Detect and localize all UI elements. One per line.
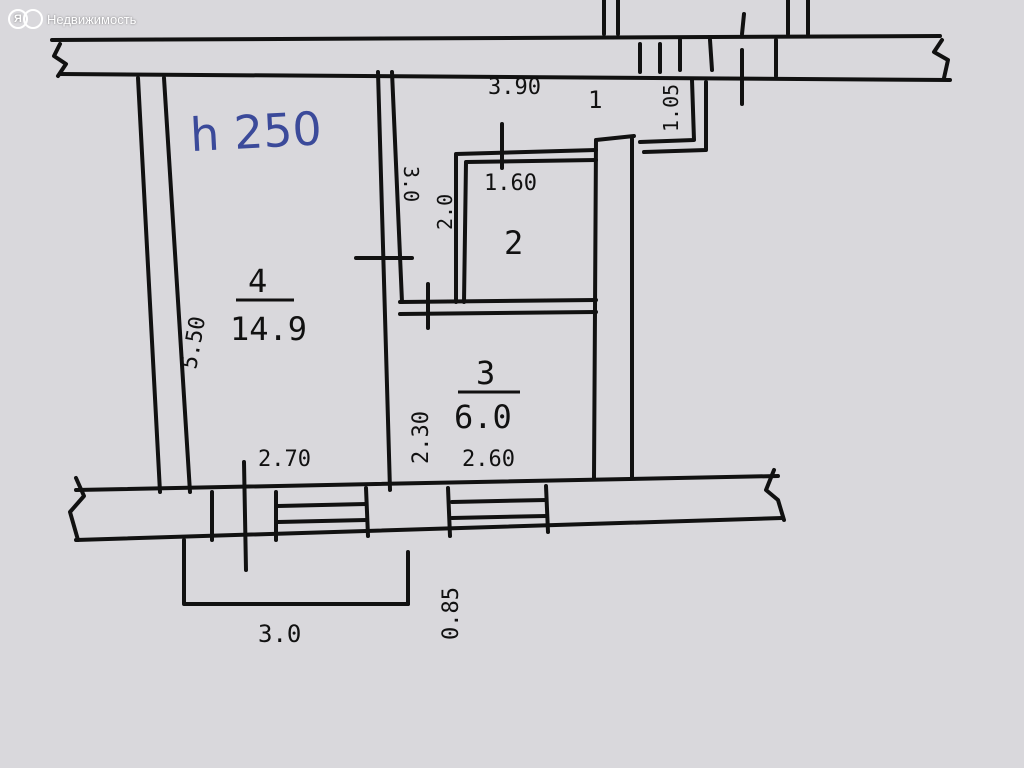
bottom-wall-break-right (764, 468, 786, 522)
closet-bottom-wall (398, 298, 598, 316)
window-1-sashes (276, 502, 368, 524)
room4-right-wall (376, 70, 404, 492)
dim-bath-width: 2.60 (462, 447, 515, 472)
dim-door-top-label: 1 (588, 86, 602, 114)
corridor-entry-wall-inner (642, 80, 708, 154)
top-wall-stub-2 (786, 0, 810, 36)
top-wall-break-right (932, 38, 950, 80)
top-wall-stub-1 (602, 0, 620, 36)
top-wall-tick (740, 12, 746, 36)
dim-balcony-width: 3.0 (258, 620, 301, 648)
dim-wall-left-upper: 3.0 (399, 166, 423, 202)
balcony-outline (182, 538, 410, 606)
window-1-frame (210, 486, 370, 542)
bottom-wall-upper (74, 474, 780, 492)
room3-number: 3 (476, 354, 495, 392)
room4-left-wall-outer (136, 76, 162, 494)
watermark-text: Недвижимость (47, 11, 137, 27)
room2-number: 2 (504, 224, 523, 262)
window-2-frame (446, 484, 550, 538)
dim-corridor-width: 1.05 (659, 84, 683, 132)
top-wall-stub-4 (708, 38, 778, 78)
bottom-wall-break-left (68, 476, 86, 542)
top-corridor-wall-upper (50, 34, 942, 42)
closet-outline (454, 148, 598, 304)
corridor-entry-wall (638, 78, 696, 144)
dim-top-width: 3.90 (488, 75, 541, 100)
watermark: Я Недвижимость (8, 8, 136, 30)
dim-closet-width: 1.60 (484, 171, 537, 196)
room4-number: 4 (248, 262, 267, 300)
top-corridor-wall-lower (58, 72, 952, 82)
dim-room-width-bottom: 2.70 (258, 447, 311, 472)
top-wall-stub-3 (638, 38, 682, 74)
shaft-wall (592, 134, 636, 480)
top-wall-break-left (52, 42, 68, 78)
bottom-wall-lower (74, 516, 784, 542)
room3-area: 6.0 (454, 398, 512, 436)
dim-closet-depth: 2.0 (433, 194, 457, 230)
dim-bath-depth: 2.30 (409, 411, 434, 464)
room4-area: 14.9 (230, 310, 307, 348)
room4-left-wall-inner (162, 76, 192, 494)
dim-balcony-depth: 0.85 (439, 587, 464, 640)
door-ticks (242, 460, 410, 606)
ceiling-height-note: h 250 (189, 101, 323, 162)
watermark-logo-ring-icon (23, 9, 43, 29)
dim-room-length: 5.50 (177, 315, 211, 372)
window-2-sashes (450, 498, 548, 520)
